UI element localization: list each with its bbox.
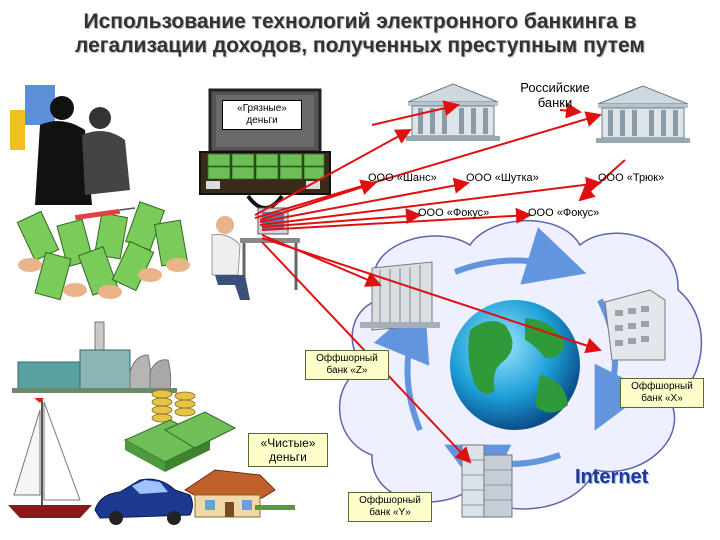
- title-line-1: Использование технологий электронного ба…: [83, 10, 637, 33]
- car-icon: [94, 478, 193, 525]
- bank-building-icon: [596, 85, 690, 143]
- bank-building-icon: [406, 83, 500, 141]
- company-tryuk: ООО «Трюк»: [598, 172, 665, 184]
- factory-icon: [12, 321, 177, 393]
- dirty-money-label: «Грязные» деньги: [222, 100, 302, 130]
- company-shans: ООО «Шанс»: [368, 172, 437, 184]
- house-icon: [184, 469, 295, 518]
- clean-money-label: «Чистые» деньги: [248, 433, 328, 467]
- coin-stack-icon: [123, 389, 237, 472]
- company-fokus-2: ООО «Фокус»: [528, 207, 600, 219]
- title-line-2: легализации доходов, полученных преступн…: [75, 34, 645, 57]
- people-silhouette-icon: [10, 85, 130, 205]
- offshore-bank-y-label: Оффшорный банк «Y»: [348, 492, 432, 522]
- hand-icon: [18, 258, 190, 299]
- office-tower-icon: [461, 444, 513, 518]
- office-tower-icon: [604, 289, 666, 361]
- yacht-icon: [8, 398, 92, 518]
- syringe-icon: [74, 207, 136, 221]
- russian-banks-label: Российские банки: [520, 80, 590, 110]
- company-fokus-1: ООО «Фокус»: [418, 207, 490, 219]
- internet-label: Internet: [575, 466, 649, 488]
- money-bill-icon: [16, 201, 189, 301]
- offshore-bank-z-label: Оффшорный банк «Z»: [305, 350, 389, 380]
- page-title: Использование технологий электронного ба…: [0, 10, 720, 58]
- office-tower-icon: [360, 261, 440, 331]
- globe-icon: [450, 300, 580, 430]
- offshore-bank-x-label: Оффшорный банк «X»: [620, 378, 704, 408]
- company-shutka: ООО «Шутка»: [466, 172, 539, 184]
